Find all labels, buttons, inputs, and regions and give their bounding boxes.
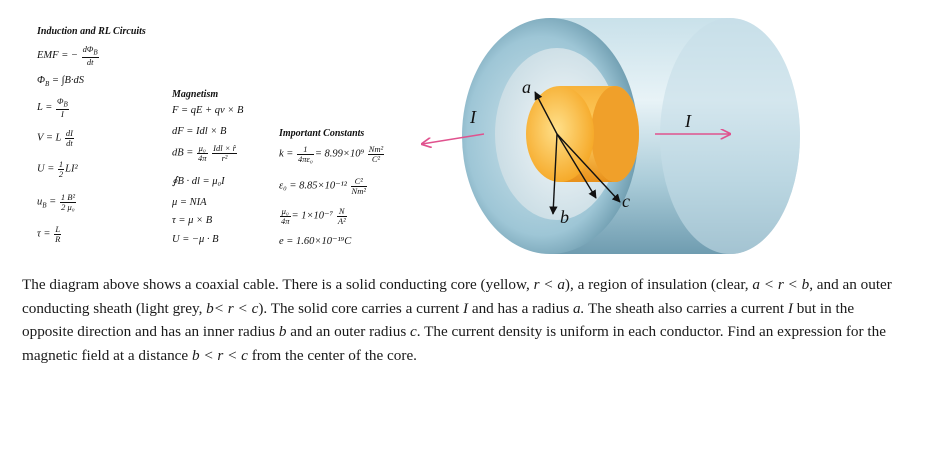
ampere-law-formula: ∮B · dl = μ₀I — [172, 176, 225, 187]
torque-formula: τ = μ × B — [172, 215, 213, 226]
label-i-left: I — [469, 107, 477, 127]
label-a: a — [522, 77, 531, 97]
dipole-energy-formula: U = −μ · B — [172, 234, 219, 245]
force-element-formula: dF = Idl × B — [172, 126, 227, 137]
label-i-right: I — [684, 111, 692, 131]
radius-b-line — [549, 133, 558, 215]
magnetic-moment-formula: μ = NIA — [172, 197, 207, 208]
problem-statement: The diagram above shows a coaxial cable.… — [22, 276, 892, 364]
label-b: b — [560, 207, 569, 227]
electron-charge-constant: e = 1.60×10⁻¹⁹C — [279, 236, 352, 247]
current-arrow-left — [422, 133, 485, 144]
flux-formula: ΦB = ∫B·dS — [37, 75, 85, 89]
magnetism-heading: Magnetism — [172, 89, 219, 100]
radius-c-line — [556, 133, 597, 199]
label-c: c — [622, 191, 630, 211]
induction-heading: Induction and RL Circuits — [37, 26, 146, 37]
lorentz-force-formula: F = qE + qv × B — [172, 105, 244, 116]
radius-outer-line — [556, 133, 621, 203]
core-front-face — [526, 86, 594, 182]
constants-heading: Important Constants — [279, 128, 365, 139]
core-back-end — [591, 86, 639, 182]
sheath-back-end — [660, 18, 800, 254]
radius-a-line — [534, 91, 558, 135]
coaxial-cable-diagram: a b c I I — [400, 18, 800, 254]
